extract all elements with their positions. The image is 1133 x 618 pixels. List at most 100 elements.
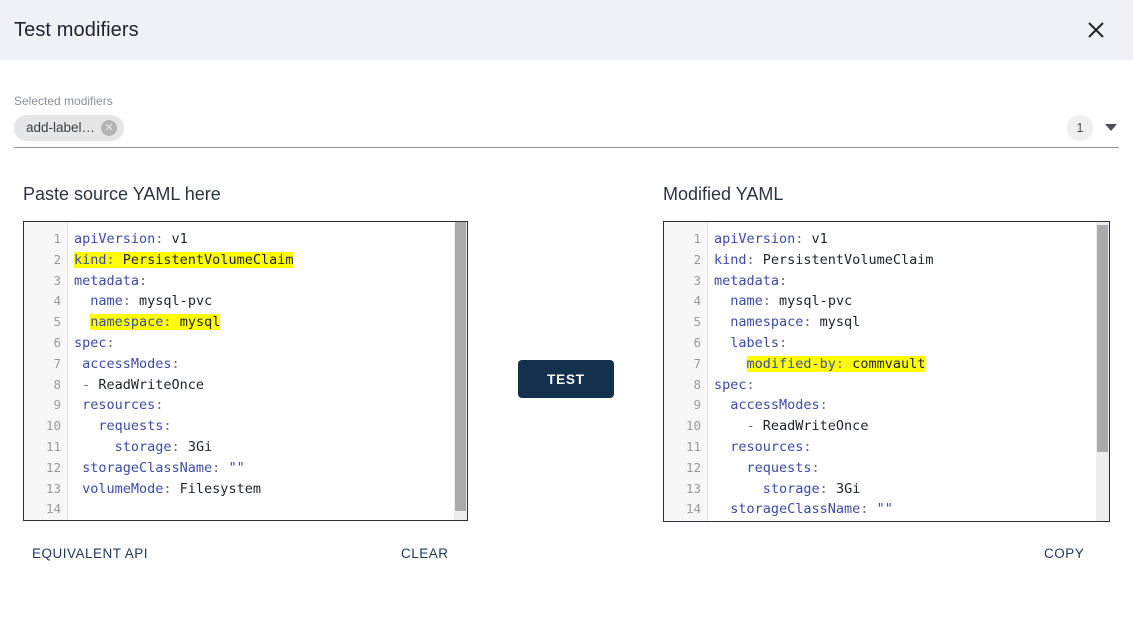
close-circle-icon[interactable]: ✕ <box>101 119 118 136</box>
modified-scrollbar-thumb[interactable] <box>1097 224 1108 453</box>
code-token: storageClassName <box>74 459 213 476</box>
chevron-down-icon[interactable] <box>1105 124 1117 131</box>
selected-modifiers-field[interactable]: add-label… ✕ 1 <box>14 114 1119 148</box>
close-button[interactable] <box>1077 11 1115 49</box>
copy-button[interactable]: COPY <box>1044 546 1085 561</box>
code-token: storage <box>714 480 820 497</box>
line-number: 3 <box>693 272 701 288</box>
line-number: 12 <box>45 459 61 475</box>
line-number: 5 <box>53 314 61 330</box>
code-token: : <box>171 355 180 372</box>
line-number: 1 <box>53 231 61 246</box>
code-line: storage: 3Gi <box>74 437 454 458</box>
code-token: : <box>212 459 229 476</box>
highlighted-code: namespace: mysql <box>90 314 221 331</box>
code-token: PersistentVolumeClaim <box>762 251 934 268</box>
code-line: name: mysql-pvc <box>714 291 1096 312</box>
line-number: 11 <box>45 438 61 454</box>
code-token: apiVersion <box>714 231 796 247</box>
code-token: requests <box>74 418 164 435</box>
code-token: accessModes <box>74 355 172 372</box>
clear-button[interactable]: CLEAR <box>401 546 449 561</box>
code-line: resources: <box>74 395 454 416</box>
code-line: volumeMode: Filesystem <box>74 479 454 500</box>
modified-yaml-title: Modified YAML <box>663 184 784 204</box>
code-token: name <box>714 293 763 310</box>
source-scrollbar-thumb[interactable] <box>455 222 466 512</box>
code-token: : <box>835 355 853 372</box>
line-number: 11 <box>685 438 701 454</box>
code-token: 3Gi <box>187 438 213 455</box>
source-yaml-code[interactable]: apiVersion: v1 kind: PersistentVolumeClai… <box>68 222 454 520</box>
code-token: "" <box>228 459 245 476</box>
line-number: 2 <box>693 251 701 267</box>
line-number: 14 <box>45 501 61 517</box>
line-number: 8 <box>693 376 701 392</box>
code-token: commvault <box>852 355 926 372</box>
code-line: metadata: <box>714 271 1096 292</box>
code-token: ReadWriteOnce <box>762 418 869 435</box>
code-line: spec: <box>74 333 454 354</box>
code-line: spec: <box>714 375 1096 396</box>
line-number: 3 <box>53 272 61 288</box>
code-token: v1 <box>171 231 188 247</box>
code-token: : <box>819 480 836 497</box>
highlighted-code: modified-by: commvault <box>746 355 926 372</box>
code-line: kind: PersistentVolumeClaim <box>714 250 1096 271</box>
code-token: apiVersion <box>74 231 156 247</box>
line-number: 4 <box>693 293 701 309</box>
code-token: : <box>139 272 148 289</box>
code-token: PersistentVolumeClaim <box>122 251 294 268</box>
code-line: metadata: <box>74 271 454 292</box>
code-line: namespace: mysql <box>714 312 1096 333</box>
selected-modifiers-label: Selected modifiers <box>14 94 113 108</box>
highlighted-code: kind: PersistentVolumeClaim <box>74 251 294 268</box>
code-token: accessModes <box>714 397 820 414</box>
line-number: 12 <box>685 459 701 475</box>
dialog-header: Test modifiers <box>0 0 1133 60</box>
modified-yaml-code: apiVersion: v1 kind: PersistentVolumeClai… <box>708 222 1096 521</box>
equivalent-api-button[interactable]: EQUIVALENT API <box>32 546 149 561</box>
line-number: 7 <box>693 355 701 371</box>
code-token: kind <box>714 251 747 268</box>
line-number: 9 <box>693 397 701 413</box>
code-token: - <box>714 418 763 435</box>
code-token: : <box>762 293 780 310</box>
code-line: storage: 3Gi <box>714 479 1096 500</box>
code-token: requests <box>714 459 812 476</box>
modified-scrollbar[interactable] <box>1096 222 1109 521</box>
code-token: "" <box>876 501 893 518</box>
line-number: 13 <box>685 480 701 496</box>
code-line: accessModes: <box>714 395 1096 416</box>
modifier-chip[interactable]: add-label… ✕ <box>14 114 125 141</box>
close-icon <box>1086 20 1106 40</box>
source-scrollbar[interactable] <box>454 222 467 520</box>
status-badge: 1 <box>1067 114 1093 141</box>
code-token: : <box>779 272 788 289</box>
test-button[interactable]: TEST <box>518 360 614 398</box>
line-number: 6 <box>693 334 701 350</box>
code-token: : <box>163 314 180 331</box>
code-token: v1 <box>811 231 828 247</box>
code-token: kind <box>74 251 107 268</box>
code-line: - ReadWriteOnce <box>74 375 454 396</box>
code-token: mysql-pvc <box>779 293 853 310</box>
code-token: modified-by <box>746 355 836 372</box>
line-number: 8 <box>53 376 61 392</box>
source-yaml-title: Paste source YAML here <box>23 184 221 204</box>
code-token: labels <box>714 334 780 351</box>
line-number: 13 <box>45 480 61 496</box>
line-number: 4 <box>53 293 61 309</box>
code-token: : <box>155 397 164 414</box>
line-number: 1 <box>693 231 701 246</box>
line-number: 7 <box>53 355 61 371</box>
code-token: metadata <box>74 272 140 289</box>
code-line: requests: <box>74 416 454 437</box>
code-token: : <box>803 438 812 455</box>
code-token: : <box>155 231 172 247</box>
page-title: Test modifiers <box>14 18 139 41</box>
code-line: name: mysql-pvc <box>74 291 454 312</box>
